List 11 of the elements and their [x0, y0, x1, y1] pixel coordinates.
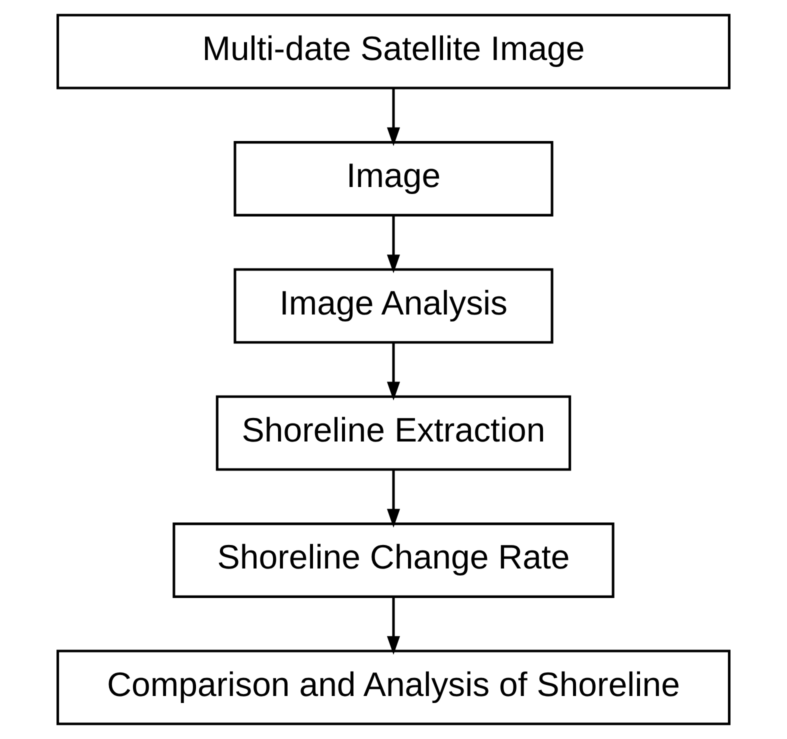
node-box: Image	[234, 141, 554, 216]
node-box: Shoreline Change Rate	[172, 522, 614, 598]
node-box: Shoreline Extraction	[216, 395, 572, 471]
arrow	[386, 597, 400, 655]
node-box: Image Analysis	[234, 268, 554, 344]
arrow	[386, 342, 400, 400]
arrow	[386, 470, 400, 528]
node-box: Comparison and Analysis of Shoreline	[56, 650, 730, 726]
node-box: Multi-date Satellite Image	[56, 14, 730, 90]
arrow	[386, 216, 400, 274]
arrow	[386, 88, 400, 146]
